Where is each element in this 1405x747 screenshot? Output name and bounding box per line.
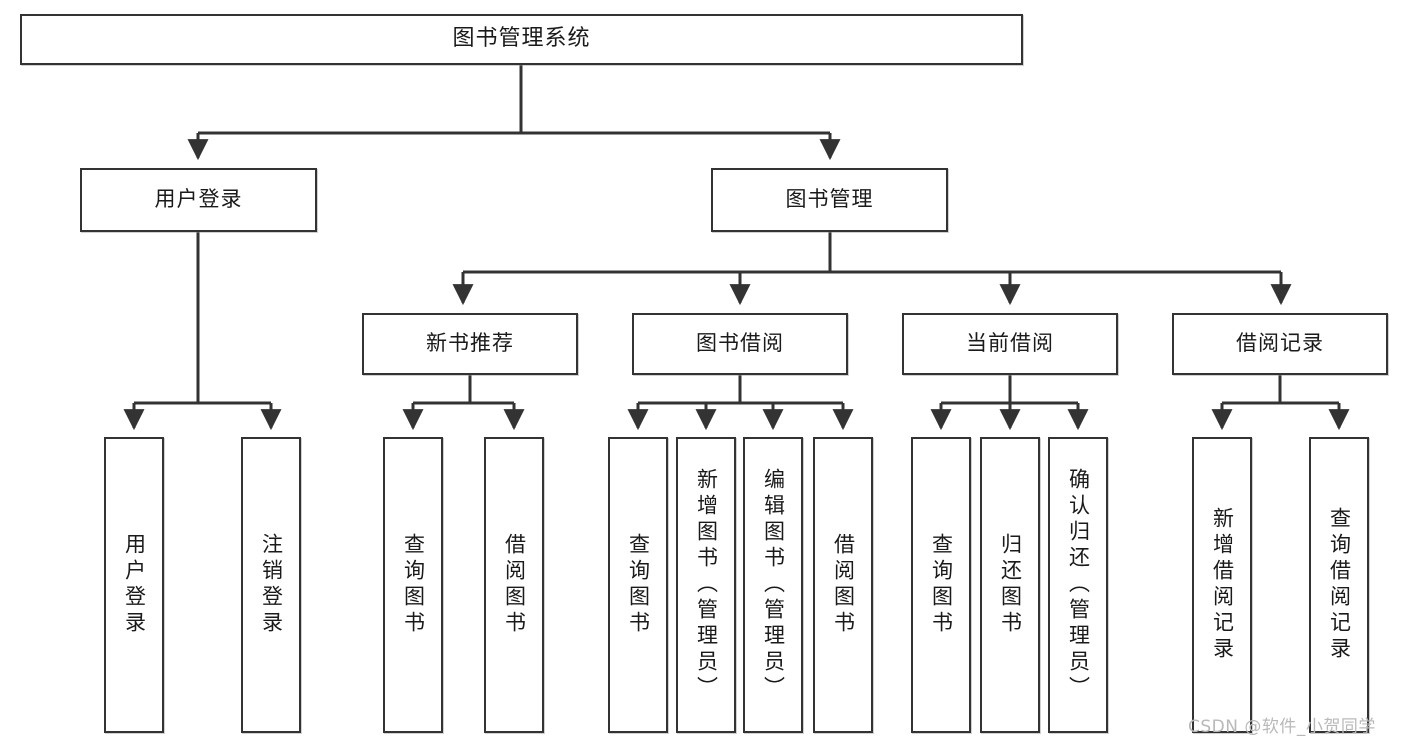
node-label: 图书管理系统 [452,26,591,52]
node-book-management[interactable]: 图书管理 [711,168,948,232]
node-current-borrow[interactable]: 当前借阅 [902,313,1118,375]
leaf-current-query-book[interactable]: 查询图书 [911,437,971,733]
node-label: 当前借阅 [966,331,1054,356]
leaf-record-add-record[interactable]: 新增借阅记录 [1192,437,1252,733]
leaf-label: 新增借阅记录 [1210,507,1235,663]
leaf-label: 确认归还（管理员） [1066,468,1091,702]
leaf-borrow-borrow-book[interactable]: 借阅图书 [813,437,873,733]
leaf-current-return-book[interactable]: 归还图书 [980,437,1040,733]
leaf-current-confirm-return-admin[interactable]: 确认归还（管理员） [1048,437,1108,733]
leaf-label: 查询图书 [929,533,954,637]
leaf-label: 查询图书 [626,533,651,637]
leaf-label: 用户登录 [122,533,147,637]
node-label: 借阅记录 [1236,331,1324,356]
node-book-borrow[interactable]: 图书借阅 [632,313,848,375]
leaf-record-query-record[interactable]: 查询借阅记录 [1309,437,1369,733]
node-label: 图书借阅 [696,331,784,356]
node-root-book-management-system[interactable]: 图书管理系统 [20,14,1023,65]
leaf-recommend-query-book[interactable]: 查询图书 [383,437,443,733]
node-label: 用户登录 [154,187,243,212]
node-label: 图书管理 [785,187,874,212]
csdn-watermark: CSDN @软件_小贺同学 [1188,717,1376,737]
leaf-label: 新增图书（管理员） [694,468,719,702]
leaf-label: 查询图书 [401,533,426,637]
node-new-book-recommend[interactable]: 新书推荐 [362,313,578,375]
leaf-recommend-borrow-book[interactable]: 借阅图书 [484,437,544,733]
leaf-label: 注销登录 [259,533,284,637]
leaf-user-login-logout[interactable]: 注销登录 [241,437,301,733]
node-borrow-record[interactable]: 借阅记录 [1172,313,1388,375]
node-user-login[interactable]: 用户登录 [80,168,317,232]
leaf-label: 归还图书 [998,533,1023,637]
leaf-label: 查询借阅记录 [1327,507,1352,663]
leaf-borrow-query-book[interactable]: 查询图书 [608,437,668,733]
leaf-borrow-add-book-admin[interactable]: 新增图书（管理员） [676,437,736,733]
leaf-label: 借阅图书 [831,533,856,637]
leaf-user-login-login[interactable]: 用户登录 [104,437,164,733]
leaf-label: 编辑图书（管理员） [761,468,786,702]
node-label: 新书推荐 [426,331,514,356]
leaf-borrow-edit-book-admin[interactable]: 编辑图书（管理员） [743,437,803,733]
leaf-label: 借阅图书 [502,533,527,637]
